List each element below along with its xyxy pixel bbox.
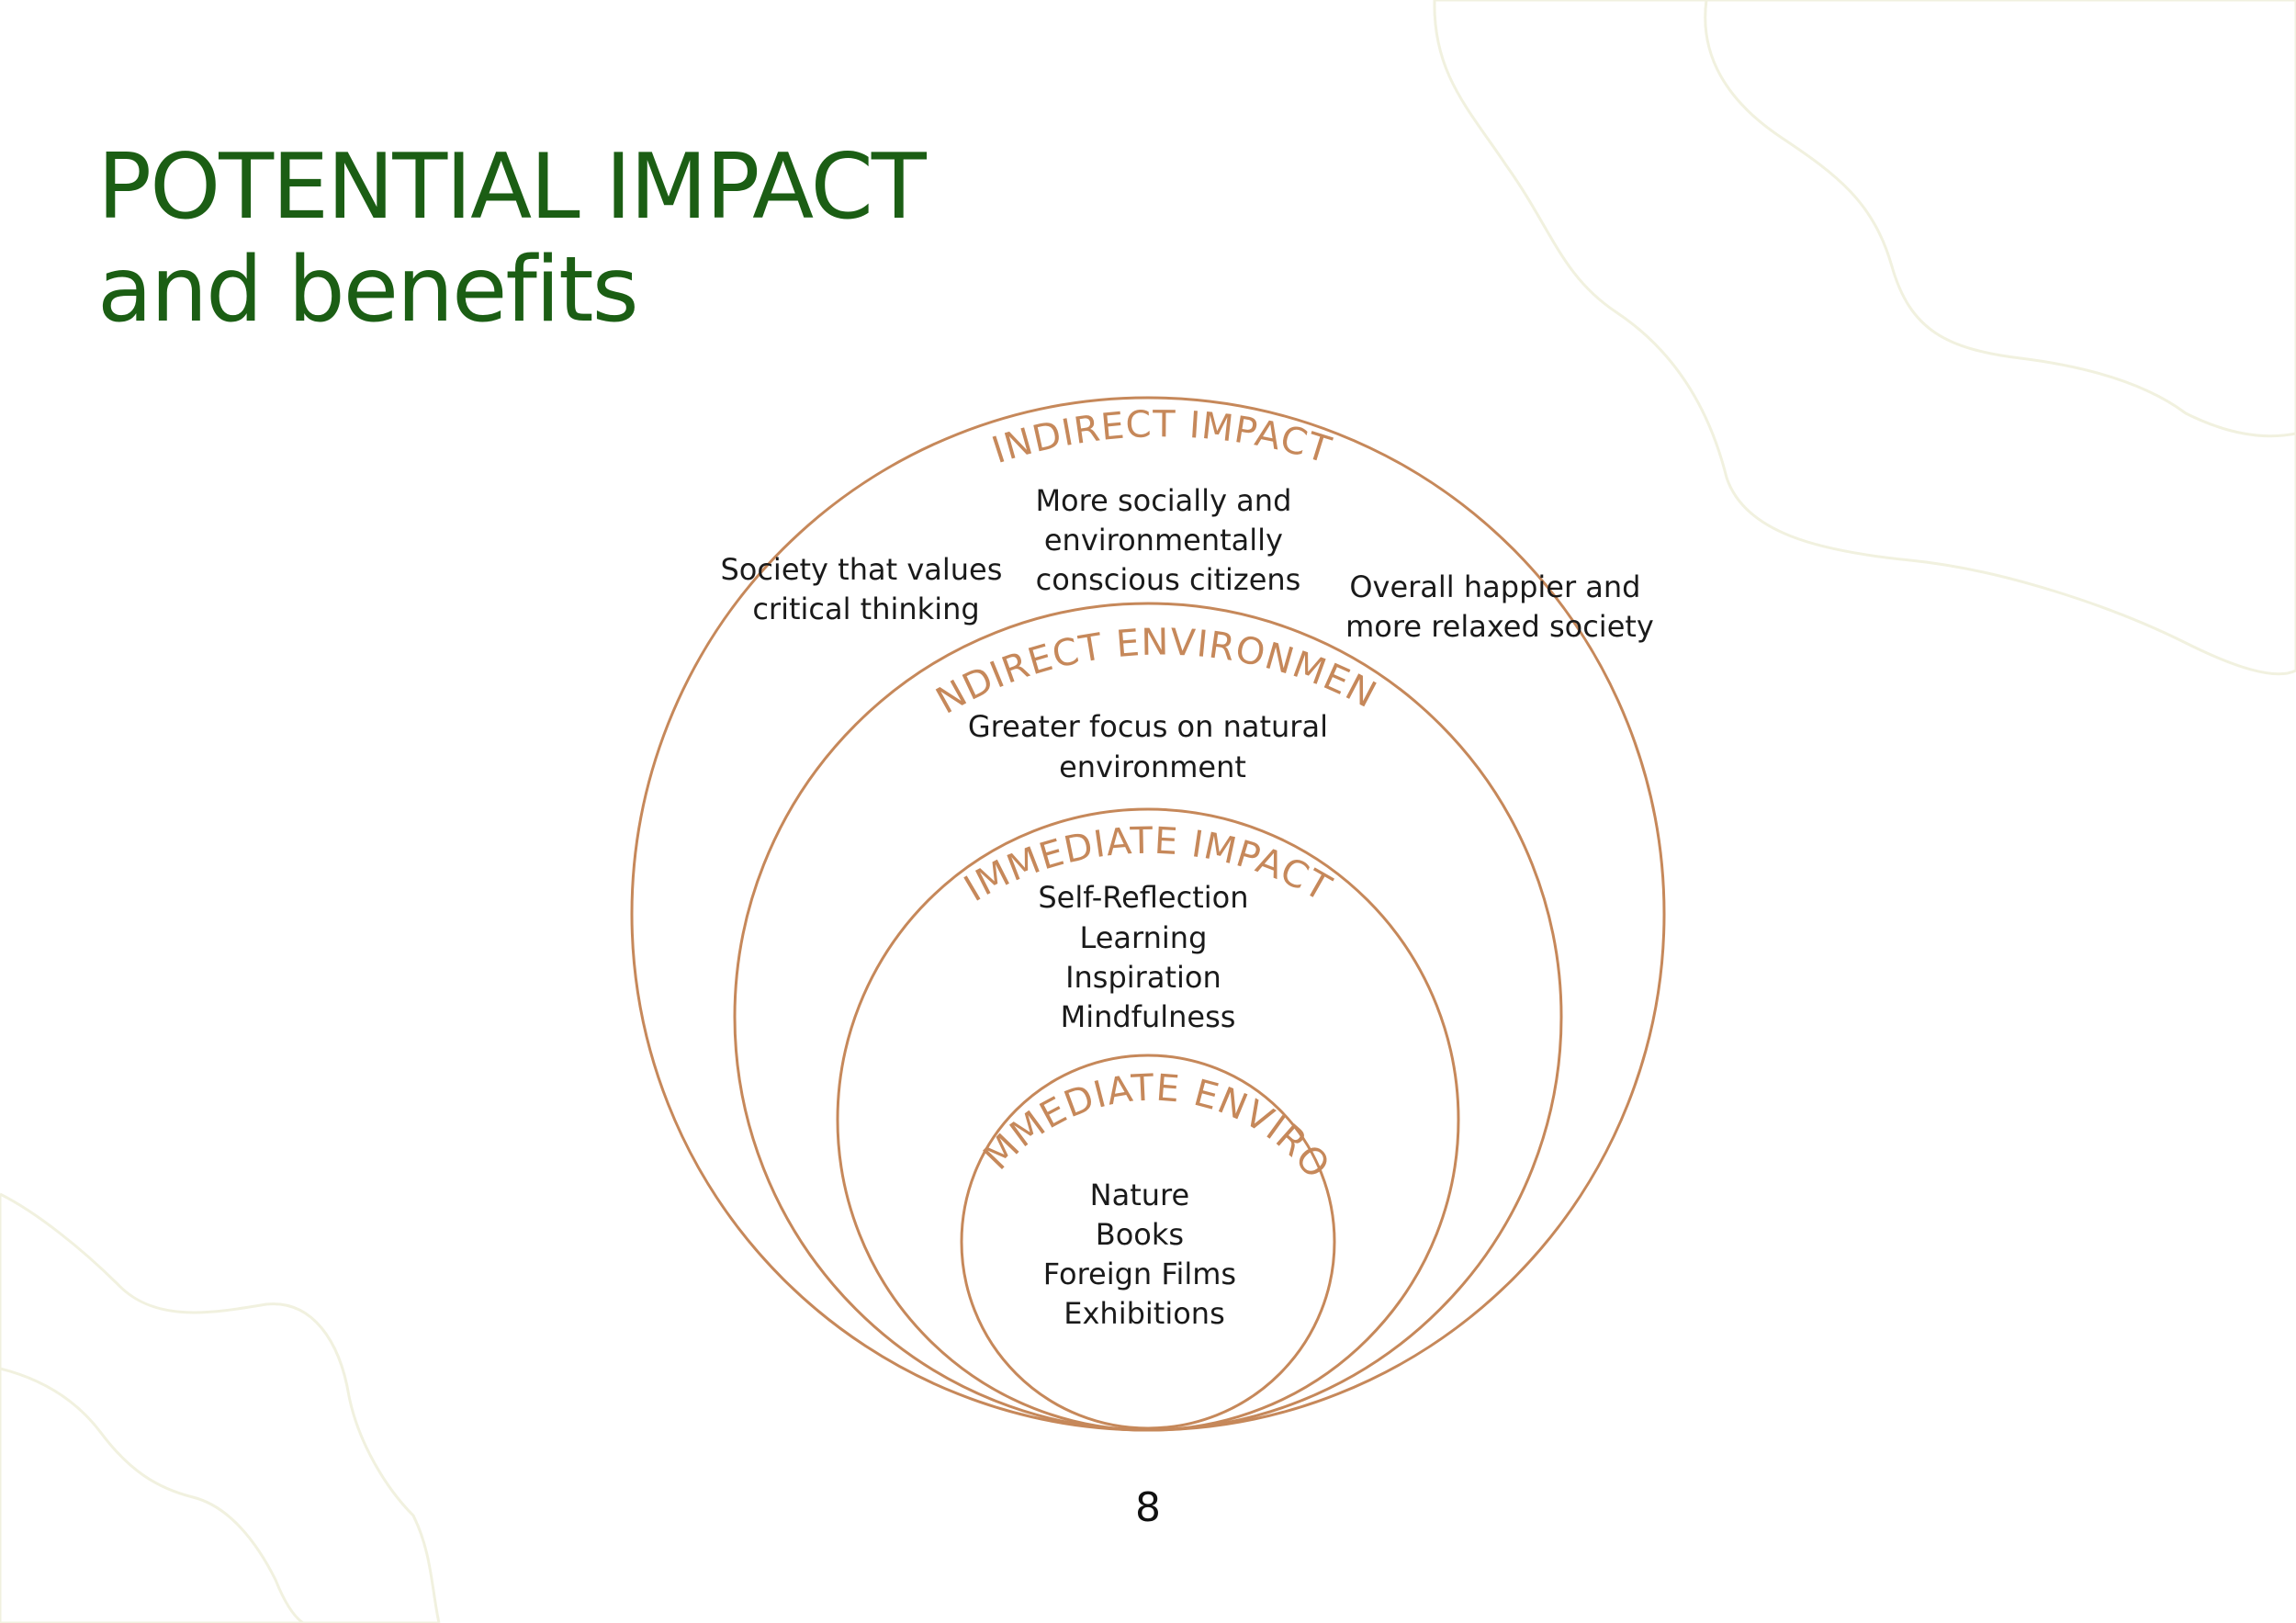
indirect-impact-right-text: Overall happier and more relaxed society <box>1345 569 1654 644</box>
wave-line-bottom-left-outer <box>0 1192 441 1623</box>
title-line-1: POTENTIAL IMPACT <box>97 135 927 240</box>
indirect-impact-left-text: Society that values critical thinking <box>720 552 1011 626</box>
indirect-environment-text: Greater focus on natural environment <box>968 709 1337 784</box>
page-number: 8 <box>1135 1484 1161 1531</box>
title-line-2: and benefits <box>97 238 639 343</box>
ring-immediate-impact <box>836 807 1460 1432</box>
immediate-impact-text: Self-Reflection Learning Inspiration Min… <box>1038 880 1257 1034</box>
ring-label-indirect-impact: INDIRECT IMPACT <box>987 403 1336 472</box>
ring-immediate-enviro <box>960 1054 1336 1430</box>
indirect-impact-center-text: More socially and environmentally consci… <box>1035 483 1300 597</box>
wave-line-bottom-left-inner <box>0 1367 304 1623</box>
page-title: POTENTIAL IMPACT and benefits <box>97 135 927 343</box>
wave-line-top-right-inner <box>1704 0 2296 438</box>
ring-label-indirect-environment: INDIRECT ENVIRONMENT <box>0 0 1383 723</box>
wave-line-top-right-outer <box>1433 0 2296 676</box>
immediate-enviro-text: Nature Books Foreign Films Exhibitions <box>1043 1178 1246 1331</box>
